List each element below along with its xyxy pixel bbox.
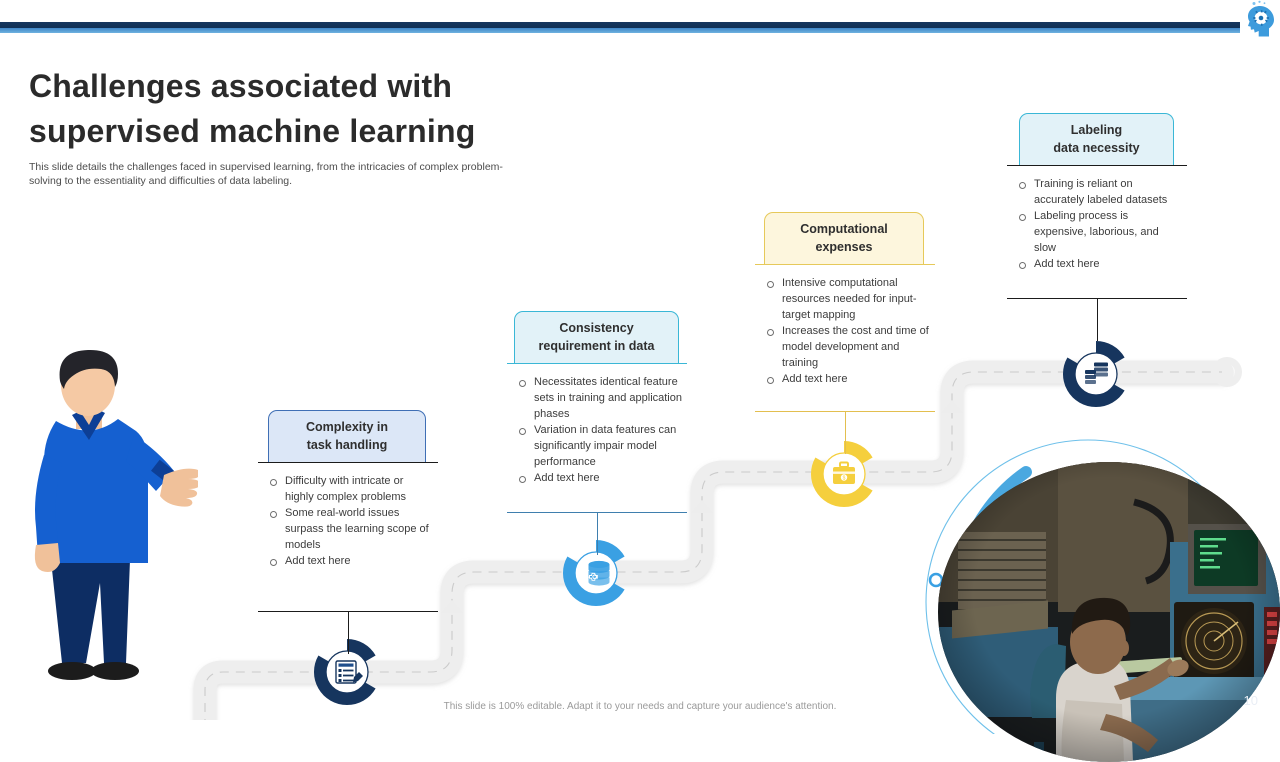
list-item: Add text here bbox=[1013, 256, 1183, 272]
step-card-3-bullet-list: Intensive computational resources needed… bbox=[761, 275, 931, 387]
step-card-1: Complexity in task handling Difficulty w… bbox=[258, 410, 438, 654]
page-number: 10 bbox=[1243, 693, 1258, 708]
step-card-4-body: Training is reliant on accurately labele… bbox=[1007, 166, 1187, 272]
step-card-4-header: Labeling data necessity bbox=[1019, 113, 1174, 165]
page-title: Challenges associated with supervised ma… bbox=[29, 64, 649, 154]
step-card-3-title-line1: Computational bbox=[800, 222, 888, 236]
step-card-3-connector bbox=[844, 412, 846, 454]
list-item: Variation in data features can significa… bbox=[513, 422, 683, 470]
list-item: Add text here bbox=[264, 553, 434, 569]
step-card-2-header: Consistency requirement in data bbox=[514, 311, 679, 363]
feature-photo-block bbox=[925, 439, 1280, 762]
step-card-4-title-line1: Labeling bbox=[1070, 123, 1123, 137]
header-bar-dark bbox=[0, 22, 1240, 28]
page-title-block: Challenges associated with supervised ma… bbox=[29, 64, 649, 188]
step-card-4-title-line2: data necessity bbox=[1053, 141, 1140, 155]
step-card-1-body: Difficulty with intricate or highly comp… bbox=[258, 463, 438, 569]
list-item: Difficulty with intricate or highly comp… bbox=[264, 473, 434, 505]
list-item: Add text here bbox=[761, 371, 931, 387]
list-item: Add text here bbox=[513, 470, 683, 486]
step-card-2-title-line2: requirement in data bbox=[538, 339, 655, 353]
step-card-3-header: Computational expenses bbox=[764, 212, 924, 264]
step-card-1-header: Complexity in task handling bbox=[268, 410, 426, 462]
step-card-4-bullet-list: Training is reliant on accurately labele… bbox=[1013, 176, 1183, 272]
step-card-2-title-line1: Consistency bbox=[559, 321, 634, 335]
page-title-line2: supervised machine learning bbox=[29, 113, 476, 149]
step-card-2-body: Necessitates identical feature sets in t… bbox=[507, 364, 687, 486]
step-node-1[interactable] bbox=[311, 636, 383, 708]
presenter-illustration bbox=[8, 345, 201, 695]
step-card-3-title-line2: expenses bbox=[815, 240, 873, 254]
step-card-4-baseline bbox=[1007, 298, 1187, 299]
header-accent-bar bbox=[0, 22, 1240, 33]
list-item: Training is reliant on accurately labele… bbox=[1013, 176, 1183, 208]
step-node-2[interactable] bbox=[560, 537, 632, 609]
step-card-3-baseline bbox=[755, 411, 935, 412]
step-card-4-connector bbox=[1096, 299, 1098, 341]
list-item: Intensive computational resources needed… bbox=[761, 275, 931, 323]
step-card-4: Labeling data necessity Training is reli… bbox=[1007, 113, 1187, 341]
step-card-1-bullet-list: Difficulty with intricate or highly comp… bbox=[264, 473, 434, 569]
step-node-4[interactable] bbox=[1060, 338, 1132, 410]
footer-note: This slide is 100% editable. Adapt it to… bbox=[443, 701, 837, 712]
step-card-1-title-line1: Complexity in bbox=[306, 420, 388, 434]
list-item: Labeling process is expensive, laborious… bbox=[1013, 208, 1183, 256]
step-card-1-connector bbox=[347, 612, 349, 654]
list-item: Increases the cost and time of model dev… bbox=[761, 323, 931, 371]
step-card-4-rule bbox=[1007, 165, 1187, 166]
step-card-3-rule bbox=[755, 264, 935, 265]
step-card-3: Computational expenses Intensive computa… bbox=[755, 212, 935, 454]
list-item: Some real-world issues surpass the learn… bbox=[264, 505, 434, 553]
page-subtitle: This slide details the challenges faced … bbox=[29, 161, 503, 187]
step-card-2-bullet-list: Necessitates identical feature sets in t… bbox=[513, 374, 683, 486]
step-node-3[interactable]: $ bbox=[808, 438, 880, 510]
technician-at-control-console-photo bbox=[938, 462, 1280, 762]
step-card-2: Consistency requirement in data Necessit… bbox=[507, 311, 687, 555]
step-card-1-baseline bbox=[258, 611, 438, 612]
step-card-2-connector bbox=[596, 513, 598, 555]
brain-gear-ai-icon bbox=[1230, 0, 1274, 42]
step-card-3-body: Intensive computational resources needed… bbox=[755, 265, 935, 387]
step-card-1-rule bbox=[258, 462, 438, 463]
step-card-2-rule bbox=[507, 363, 687, 364]
page-title-line1: Challenges associated with bbox=[29, 68, 453, 104]
header-bar-light bbox=[0, 28, 1240, 33]
svg-text:$: $ bbox=[843, 476, 846, 482]
step-card-1-title-line2: task handling bbox=[306, 438, 388, 452]
step-card-2-baseline bbox=[507, 512, 687, 513]
list-item: Necessitates identical feature sets in t… bbox=[513, 374, 683, 422]
